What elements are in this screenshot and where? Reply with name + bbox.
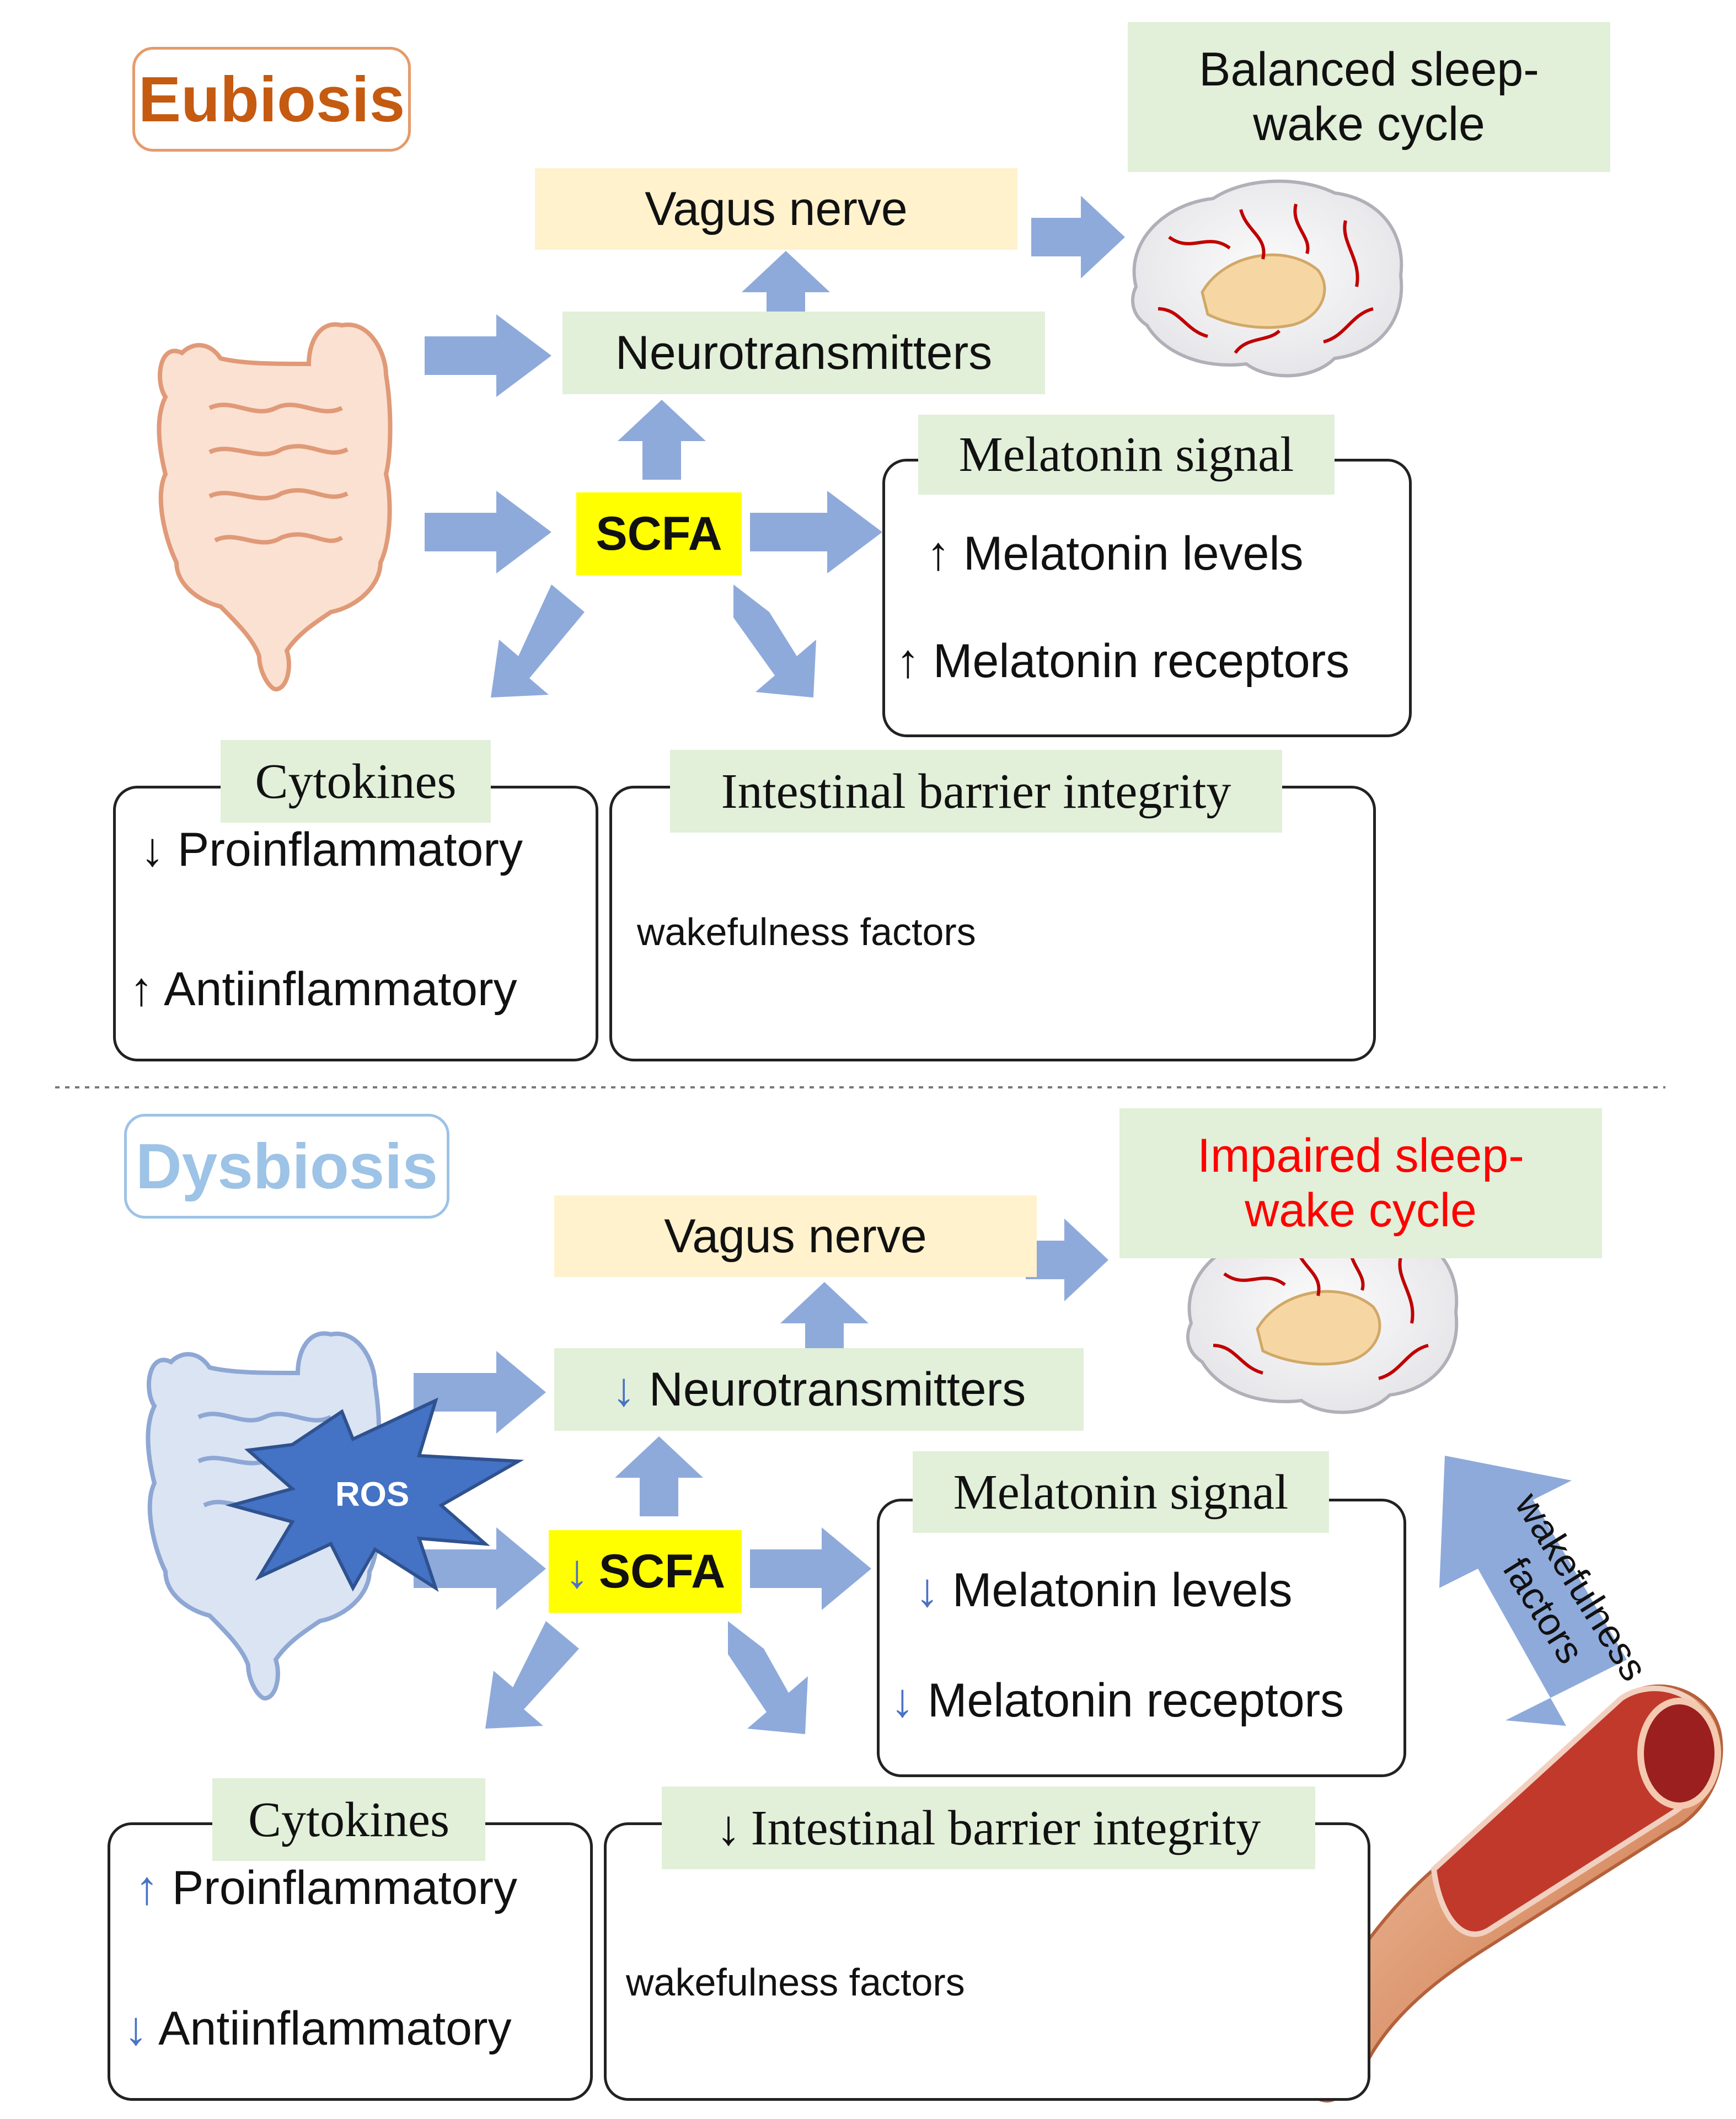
melatonin-receptors-line: ↑ Melatonin receptors <box>896 634 1349 689</box>
arrow-gut-to-scfa-bottom <box>414 1527 546 1610</box>
down-arrow-symbol: ↓ <box>124 2002 148 2055</box>
down-arrow-symbol: ↓ <box>141 823 164 876</box>
antiinflammatory-text: Antiinflammatory <box>158 2002 512 2055</box>
arrow-scfa-to-barrier <box>733 584 816 698</box>
bottom-arrows <box>414 1219 1627 1734</box>
up-arrow-symbol: ↑ <box>135 1861 159 1914</box>
melatonin-levels-line-bottom: ↓ Melatonin levels <box>915 1563 1293 1618</box>
arrow-scfa-to-cytokines-bottom <box>485 1621 579 1729</box>
barrier-header-text: Intestinal barrier integrity <box>751 1800 1261 1855</box>
dysbiosis-title: Dysbiosis <box>124 1114 449 1219</box>
balanced-outcome-line1: Balanced sleep- <box>1199 43 1539 96</box>
cytokines-header-bottom: Cytokines <box>212 1778 485 1861</box>
melatonin-levels-text: Melatonin levels <box>952 1564 1293 1617</box>
impaired-outcome-box: Impaired sleep- wake cycle <box>1119 1108 1602 1258</box>
vagus-nerve-box: Vagus nerve <box>535 168 1017 250</box>
barrier-header: Intestinal barrier integrity <box>670 750 1282 833</box>
melatonin-receptors-text: Melatonin receptors <box>933 635 1350 688</box>
arrow-neuro-to-vagus <box>742 251 830 325</box>
melatonin-receptors-line-bottom: ↓ Melatonin receptors <box>891 1673 1344 1728</box>
melatonin-header: Melatonin signal <box>918 415 1335 495</box>
scfa-text: SCFA <box>598 1544 726 1598</box>
proinflammatory-text: Proinflammatory <box>177 823 523 876</box>
ros-label: ROS <box>335 1476 410 1514</box>
arrow-scfa-to-neuro-bottom <box>615 1436 703 1516</box>
down-arrow-symbol: ↓ <box>612 1362 636 1416</box>
antiinflammatory-line-bottom: ↓ Antiinflammatory <box>124 2002 512 2056</box>
balanced-outcome-box: Balanced sleep- wake cycle <box>1128 22 1610 172</box>
eubiosis-title: Eubiosis <box>132 47 411 152</box>
arrow-scfa-to-melatonin <box>750 491 882 573</box>
scfa-box: SCFA <box>576 492 742 575</box>
arrow-scfa-to-cytokines <box>491 584 585 698</box>
impaired-outcome-line1: Impaired sleep- <box>1197 1129 1524 1182</box>
up-arrow-symbol: ↑ <box>926 527 950 580</box>
up-arrow-symbol: ↑ <box>896 635 920 688</box>
brain-top-icon <box>1131 179 1403 378</box>
neurotransmitters-box-bottom: ↓ Neurotransmitters <box>554 1348 1084 1431</box>
down-arrow-symbol: ↓ <box>891 1674 914 1727</box>
cytokines-frame <box>113 786 598 1061</box>
intestine-healthy-icon <box>157 322 393 692</box>
impaired-outcome-line2: wake cycle <box>1245 1184 1477 1237</box>
balanced-outcome-line2: wake cycle <box>1253 98 1485 151</box>
melatonin-frame-bottom <box>877 1499 1406 1777</box>
down-arrow-symbol: ↓ <box>915 1564 939 1617</box>
wakefulness-factors-text: wakefulness factors <box>637 910 976 953</box>
scfa-box-bottom: ↓ SCFA <box>549 1530 742 1613</box>
arrow-gut-to-scfa <box>425 491 551 573</box>
blood-vessel-icon <box>1306 1684 1723 2103</box>
vagus-nerve-box-bottom: Vagus nerve <box>554 1195 1037 1277</box>
arrow-gut-to-neuro <box>425 314 551 397</box>
cytokines-frame-bottom <box>108 1822 593 2101</box>
proinflammatory-line: ↓ Proinflammatory <box>141 823 523 877</box>
arrow-vagus-to-brain <box>1031 196 1125 278</box>
melatonin-receptors-text: Melatonin receptors <box>927 1674 1344 1727</box>
top-arrows <box>425 196 1125 698</box>
arrow-vagus-to-brain-bottom <box>1026 1219 1108 1301</box>
arrow-gut-to-neuro-bottom <box>414 1351 546 1434</box>
arrow-scfa-to-barrier-bottom <box>728 1621 808 1734</box>
cytokines-header: Cytokines <box>221 740 491 823</box>
down-arrow-symbol: ↓ <box>565 1544 589 1598</box>
neurotransmitters-text: Neurotransmitters <box>649 1362 1026 1416</box>
arrow-neuro-to-vagus-bottom <box>780 1282 869 1362</box>
melatonin-levels-line: ↑ Melatonin levels <box>926 527 1304 581</box>
down-arrow-symbol: ↓ <box>716 1800 741 1855</box>
arrow-scfa-to-melatonin-bottom <box>750 1527 871 1610</box>
antiinflammatory-text: Antiinflammatory <box>164 963 517 1016</box>
melatonin-header-bottom: Melatonin signal <box>913 1451 1329 1533</box>
big-wakefulness-arrow <box>1439 1456 1627 1726</box>
melatonin-frame <box>882 459 1412 737</box>
melatonin-levels-text: Melatonin levels <box>963 527 1304 580</box>
proinflammatory-text: Proinflammatory <box>172 1861 517 1914</box>
ros-burst-icon <box>225 1397 524 1592</box>
barrier-header-bottom: ↓ Intestinal barrier integrity <box>662 1787 1315 1869</box>
arrow-scfa-to-neuro <box>618 400 706 480</box>
proinflammatory-line-bottom: ↑ Proinflammatory <box>135 1861 517 1916</box>
neurotransmitters-box: Neurotransmitters <box>562 312 1045 394</box>
up-arrow-symbol: ↑ <box>130 963 153 1016</box>
antiinflammatory-line: ↑ Antiinflammatory <box>130 962 517 1017</box>
wakefulness-factors-text-bottom: wakefulness factors <box>626 1961 965 2004</box>
